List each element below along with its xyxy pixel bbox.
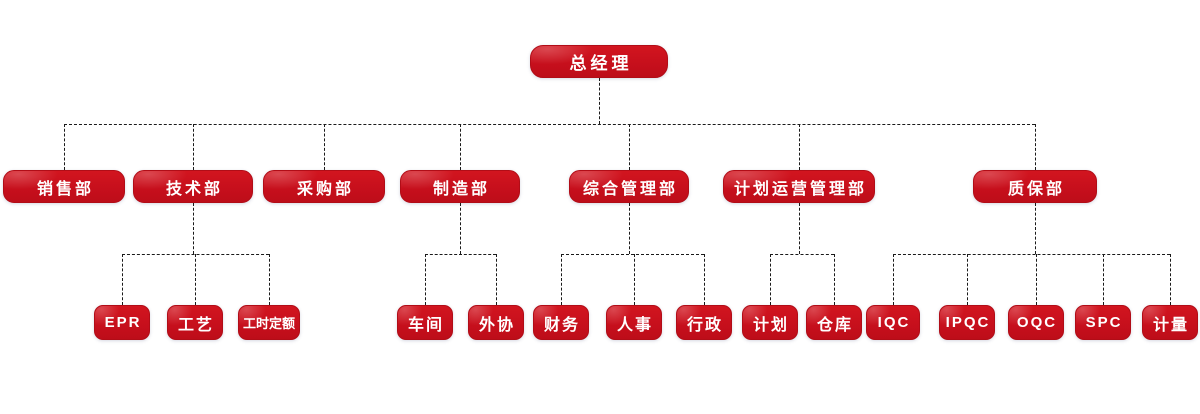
connector-vertical-line [1035, 203, 1036, 254]
org-node-general-manager: 总经理 [530, 45, 668, 78]
connector-horizontal-line [770, 254, 834, 255]
connector-vertical-line [770, 254, 771, 305]
connector-vertical-line [269, 254, 270, 305]
org-node-labor-hour-quota: 工时定额 [238, 305, 300, 340]
org-node-label: 销售部 [36, 180, 94, 198]
org-node-spc: SPC [1075, 305, 1131, 340]
org-node-planning-operations-dept: 计划运营管理部 [723, 170, 875, 203]
org-node-outsourcing: 外协 [468, 305, 524, 340]
org-node-quality-assurance-dept: 质保部 [973, 170, 1097, 203]
connector-vertical-line [634, 254, 635, 305]
org-node-sales-dept: 销售部 [3, 170, 125, 203]
org-node-label: IPQC [945, 314, 991, 331]
org-node-hr: 人事 [606, 305, 662, 340]
connector-vertical-line [1170, 254, 1171, 305]
org-node-label: 车间 [407, 316, 444, 334]
connector-vertical-line [195, 254, 196, 305]
org-node-label: 制造部 [432, 180, 490, 198]
connector-vertical-line [967, 254, 968, 305]
connector-vertical-line [496, 254, 497, 305]
connector-vertical-line [460, 203, 461, 254]
connector-vertical-line [893, 254, 894, 305]
connector-vertical-line [599, 78, 600, 124]
org-node-workshop: 车间 [397, 305, 453, 340]
connector-vertical-line [193, 124, 194, 170]
connector-vertical-line [799, 203, 800, 254]
org-node-finance: 财务 [533, 305, 589, 340]
connector-vertical-line [704, 254, 705, 305]
org-node-label: 采购部 [296, 180, 354, 198]
org-node-planning: 计划 [742, 305, 798, 340]
connector-horizontal-line [64, 124, 1035, 125]
connector-vertical-line [629, 124, 630, 170]
connector-vertical-line [122, 254, 123, 305]
org-node-label: 计划 [752, 316, 789, 334]
connector-vertical-line [460, 124, 461, 170]
org-node-warehouse: 仓库 [806, 305, 862, 340]
org-node-administration: 行政 [676, 305, 732, 340]
connector-vertical-line [561, 254, 562, 305]
org-node-purchasing-dept: 采购部 [263, 170, 385, 203]
connector-horizontal-line [425, 254, 496, 255]
org-node-label: 工艺 [177, 316, 214, 334]
org-node-iqc: IQC [866, 305, 920, 340]
org-node-oqc: OQC [1008, 305, 1064, 340]
org-node-label: 质保部 [1007, 180, 1065, 198]
org-node-label: 人事 [616, 316, 653, 334]
org-node-label: 计量 [1152, 316, 1189, 334]
org-node-label: 仓库 [816, 316, 853, 334]
connector-vertical-line [193, 203, 194, 254]
org-node-manufacturing-dept: 制造部 [400, 170, 520, 203]
org-node-label: 财务 [543, 316, 580, 334]
connector-vertical-line [1035, 124, 1036, 170]
connector-vertical-line [1036, 254, 1037, 305]
org-node-label: IQC [877, 314, 911, 331]
org-node-label: 总经理 [569, 54, 633, 73]
connector-vertical-line [834, 254, 835, 305]
org-node-process: 工艺 [167, 305, 223, 340]
connector-vertical-line [629, 203, 630, 254]
org-node-label: 工时定额 [242, 316, 295, 331]
connector-vertical-line [799, 124, 800, 170]
org-node-metrology: 计量 [1142, 305, 1198, 340]
org-node-general-management-dept: 综合管理部 [569, 170, 689, 203]
org-node-label: SPC [1085, 314, 1123, 331]
org-node-label: 计划运营管理部 [733, 180, 867, 198]
connector-horizontal-line [893, 254, 1170, 255]
connector-vertical-line [1103, 254, 1104, 305]
org-node-label: EPR [104, 314, 142, 331]
org-node-ipqc: IPQC [939, 305, 995, 340]
org-node-label: 外协 [478, 316, 515, 334]
connector-horizontal-line [561, 254, 704, 255]
org-node-epr: EPR [94, 305, 150, 340]
connector-vertical-line [324, 124, 325, 170]
org-node-tech-dept: 技术部 [133, 170, 253, 203]
connector-vertical-line [64, 124, 65, 170]
org-node-label: OQC [1016, 314, 1058, 331]
org-node-label: 综合管理部 [582, 180, 678, 198]
org-node-label: 行政 [686, 316, 723, 334]
connector-vertical-line [425, 254, 426, 305]
org-node-label: 技术部 [165, 180, 223, 198]
